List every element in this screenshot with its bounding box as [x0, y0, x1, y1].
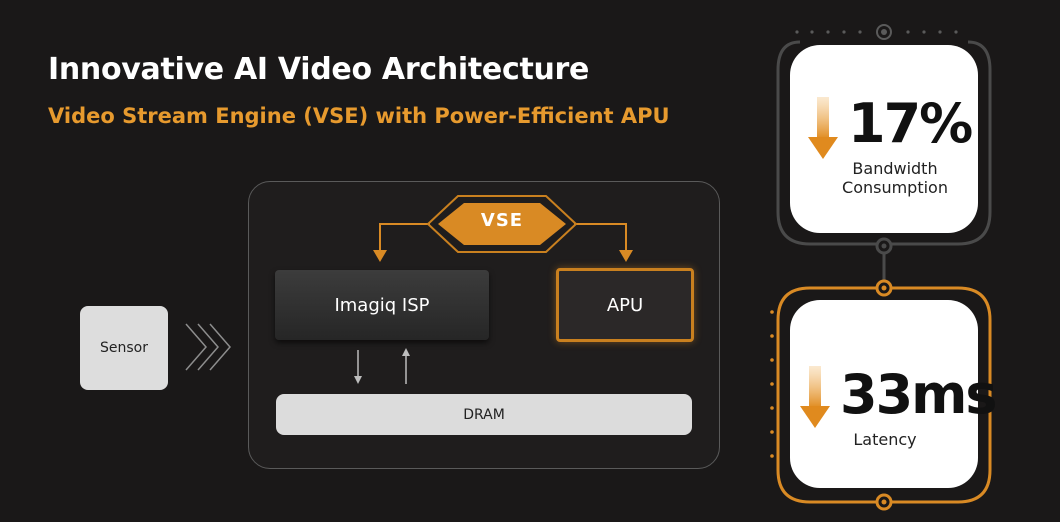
isp-label: Imagiq ISP: [334, 294, 430, 316]
connector-node: [876, 24, 892, 40]
chevron-right-icon: [185, 323, 231, 371]
arrow-up-icon: [402, 348, 410, 356]
vse-diamond: [438, 203, 566, 245]
page-subtitle: Video Stream Engine (VSE) with Power-Eff…: [48, 104, 670, 128]
sensor-label: Sensor: [100, 340, 148, 356]
stat-value-bandwidth: 17%: [848, 92, 973, 155]
arrow-down-right-icon: [619, 250, 633, 262]
dram-label: DRAM: [463, 406, 505, 423]
stat-card-latency: 33ms Latency: [790, 300, 998, 488]
isp-block: Imagiq ISP: [275, 270, 489, 340]
vse-label: VSE: [480, 210, 524, 231]
arrow-down-icon: [354, 376, 362, 384]
dram-block: DRAM: [276, 394, 692, 435]
down-arrow-icon: [808, 97, 838, 159]
vse-diamond-outline: [426, 195, 578, 253]
down-arrow-icon: [800, 366, 830, 428]
stat-label-latency: Latency: [853, 430, 917, 449]
stat-card-bandwidth: 17% Bandwidth Consumption: [790, 45, 978, 233]
page-title: Innovative AI Video Architecture: [48, 52, 590, 87]
apu-block: APU: [556, 268, 694, 342]
stat-label-bandwidth: Bandwidth Consumption: [842, 159, 948, 198]
stat-value-latency: 33ms: [840, 363, 998, 426]
apu-label: APU: [606, 294, 644, 316]
sensor-block: Sensor: [80, 306, 168, 390]
arrow-down-left-icon: [373, 250, 387, 262]
